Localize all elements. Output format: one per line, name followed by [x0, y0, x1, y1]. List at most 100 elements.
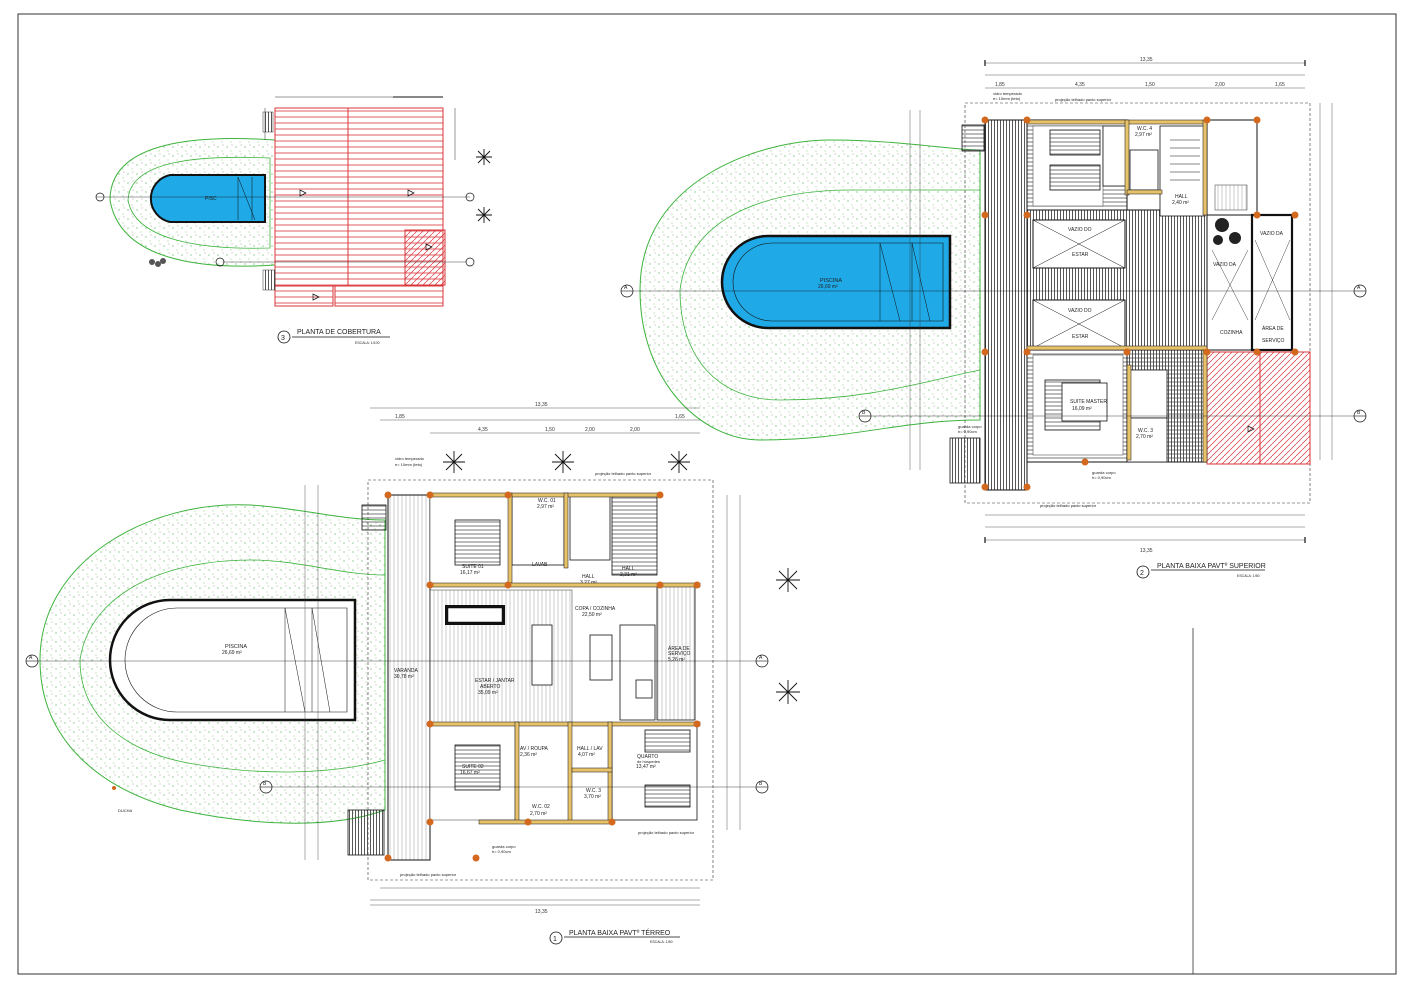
upper-vazio-estar-2b: ESTAR — [1072, 334, 1089, 340]
svg-text:A: A — [759, 655, 763, 661]
upper-pool — [720, 234, 952, 330]
sheet-border — [17, 13, 1397, 975]
roof-plan-number-circle — [277, 330, 291, 344]
ground-pool — [108, 598, 357, 722]
upper-note-guarda-b2: h= 0,90cm — [1092, 475, 1111, 480]
roof-pool-label: PISC — [205, 196, 217, 202]
section-marker-a-upper: A A — [620, 284, 1367, 298]
ground-note-guarda: guarda corpo — [492, 844, 516, 849]
ground-note-vidro2: e= 10mm (teto) — [395, 462, 423, 467]
ground-pool-label: PISCINA — [225, 644, 247, 650]
ground-wc02-label: W.C. 02 — [532, 804, 550, 810]
ground-quarto-sub: de hóspedes — [637, 759, 660, 764]
upper-area-servico2: SERVIÇO — [1262, 338, 1285, 344]
ground-suite02-area: 16,67 m² — [460, 770, 480, 776]
ground-dim-3: 1,50 — [545, 427, 555, 433]
ground-varanda-area: 30,78 m² — [394, 674, 414, 680]
upper-vazio-da-1: VAZIO DA — [1213, 262, 1237, 268]
upper-suite-master-label: SUITE MASTER — [1070, 399, 1107, 405]
upper-roof-hatch — [1206, 351, 1311, 465]
upper-area-servico: ÁREA DE — [1262, 325, 1284, 332]
ground-plan-scale: ESCALA: 1/50 — [650, 940, 673, 944]
upper-columns — [981, 116, 1299, 491]
ground-note-projecao-b: projeção telhado pavto superior — [638, 830, 695, 835]
ground-wc3-label: W.C. 3 — [586, 788, 601, 794]
ground-suite01-label: SUITE 01 — [462, 564, 484, 570]
ground-dim-total-bottom: 13,35 — [535, 909, 548, 915]
ground-note-vidro: vidro temperado — [395, 456, 425, 461]
ground-suite01-area: 16,17 m² — [460, 570, 480, 576]
upper-wc4-area: 2,97 m² — [1135, 132, 1152, 138]
upper-plan-number-circle — [1136, 565, 1150, 579]
ground-hall-lav-area: 4,07 m² — [578, 752, 595, 758]
upper-vazio-da-2: VAZIO DA — [1260, 231, 1284, 237]
ground-quarto-area: 13,47 m² — [636, 764, 656, 770]
svg-text:A: A — [624, 285, 628, 291]
upper-dim-2: 4,35 — [1075, 82, 1085, 88]
ground-estar-area: 35,09 m² — [478, 690, 498, 696]
upper-floor-plan: PISCINA 26,69 m² VAZIO DO ESTAR VAZIO DO… — [620, 57, 1367, 579]
upper-hall-label: HALL — [1175, 194, 1188, 200]
tree-symbol-icon — [476, 149, 492, 223]
ground-ducha-label: DUCHA — [118, 808, 133, 813]
ground-note-guarda2: h= 0,90cm — [492, 849, 511, 854]
upper-note-guarda2: h= 0,90cm — [958, 429, 977, 434]
upper-pool-label: PISCINA — [820, 278, 842, 284]
ground-dim-1: 1,85 — [395, 414, 405, 420]
ground-area-servico-area: 5,26 m² — [668, 657, 685, 663]
ground-wc01-label: W.C. 01 — [538, 498, 556, 504]
ground-wc3-area: 3,70 m² — [584, 794, 601, 800]
upper-note-projecao: projeção telhado pavto superior — [1055, 97, 1112, 102]
svg-text:B: B — [263, 781, 267, 787]
upper-plan-number: 2 — [1140, 570, 1144, 577]
section-marker-b-ground: B B — [259, 780, 769, 794]
dining-table-icon — [531, 624, 553, 686]
ground-plan-title: PLANTA BAIXA PAVTº TÉRREO — [569, 928, 671, 937]
ground-copa-label: COPA / COZINHA — [575, 606, 616, 612]
ground-note-projecao-c: projeção telhado pavto superior — [400, 872, 457, 877]
ground-estar2-label: ABERTO — [480, 684, 500, 690]
upper-note-vidro2: e= 10mm (teto) — [993, 96, 1021, 101]
ground-plan-number: 1 — [553, 936, 557, 943]
svg-text:B: B — [1357, 410, 1361, 416]
tree-symbols — [443, 451, 800, 704]
ground-copa-area: 22,50 m² — [582, 612, 602, 618]
ground-lavabo-label: LAVAB — [532, 562, 548, 568]
upper-dim-1: 1,85 — [995, 82, 1005, 88]
ground-dim-5: 2,00 — [630, 427, 640, 433]
upper-dim-4: 2,00 — [1215, 82, 1225, 88]
upper-vazio-estar-2: VAZIO DO — [1068, 308, 1092, 314]
ground-floor-plan: PISCINA 26,69 m² DUCHA VARANDA 30,78 m² … — [25, 402, 800, 945]
upper-plan-scale: ESCALA: 1/50 — [1237, 574, 1260, 578]
upper-wc4-label: W.C. 4 — [1137, 126, 1152, 132]
ground-pool-area: 26,69 m² — [222, 650, 242, 656]
ground-dim-6: 1,65 — [675, 414, 685, 420]
upper-dim-3: 1,50 — [1145, 82, 1155, 88]
section-marker-a-ground: A A — [25, 654, 769, 668]
ground-av-roupa-label: AV / ROUPA — [520, 746, 549, 752]
upper-hall-area: 2,40 m² — [1172, 200, 1189, 206]
upper-vazio-estar-1b: ESTAR — [1072, 252, 1089, 258]
ground-columns — [384, 491, 701, 862]
upper-dim-total: 13,35 — [1140, 57, 1153, 63]
upper-dim-total-bottom: 13,35 — [1140, 548, 1153, 554]
upper-vazio-estar-1: VAZIO DO — [1068, 227, 1092, 233]
roof-pool — [149, 174, 266, 223]
upper-pool-area: 26,69 m² — [818, 284, 838, 290]
roof-plan-title: PLANTA DE COBERTURA — [297, 329, 381, 336]
upper-dim-5: 1,65 — [1275, 82, 1285, 88]
upper-cozinha-label: COZINHA — [1220, 330, 1243, 336]
upper-note-guarda: guarda corpo — [958, 424, 982, 429]
roof-plan-scale: ESCALA: 1/100 — [355, 341, 380, 345]
upper-note-projecao-bottom: projeção telhado pavto superior — [1040, 503, 1097, 508]
plant-icon — [1213, 218, 1241, 245]
svg-text:B: B — [759, 781, 763, 787]
ground-hall2-area: 2,31 m² — [620, 572, 637, 578]
ground-hall2-label: HALL — [622, 566, 635, 572]
ground-area-servico: ÁREA DE — [668, 645, 690, 652]
roof-plan-number: 3 — [281, 335, 285, 342]
ground-suite02-label: SUITE 02 — [462, 764, 484, 770]
ground-wc02-area: 2,70 m² — [530, 811, 547, 817]
ground-roof-projection — [367, 479, 714, 881]
